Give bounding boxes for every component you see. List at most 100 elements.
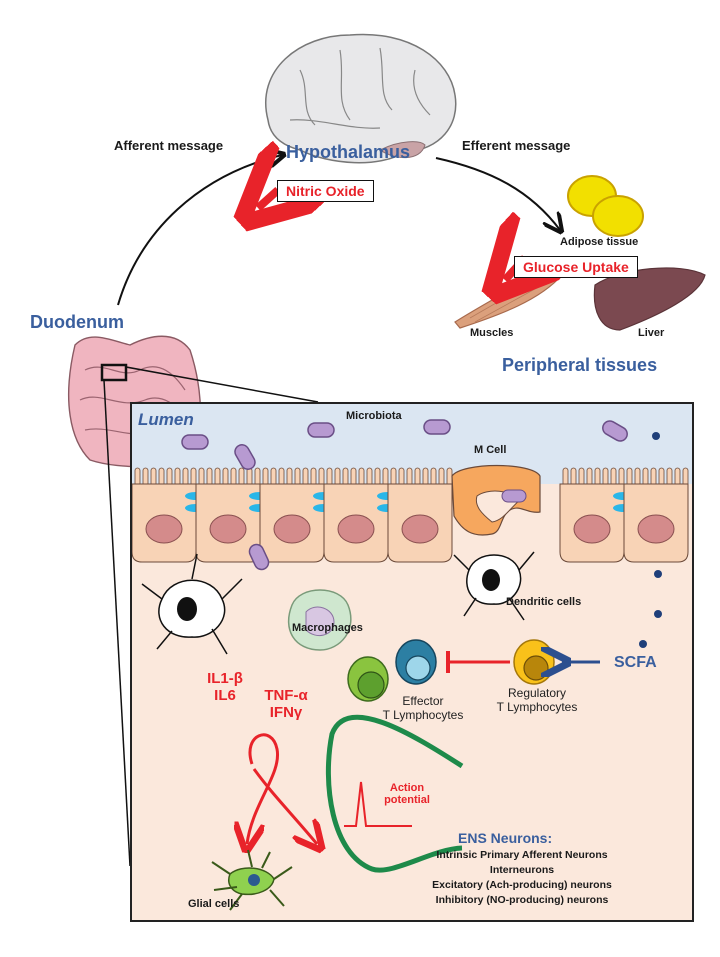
ens-neuron-type: Excitatory (Ach-producing) neurons bbox=[432, 879, 612, 891]
microvillus bbox=[326, 467, 333, 487]
bacterium-icon bbox=[423, 419, 451, 435]
microvillus bbox=[350, 467, 357, 487]
microvillus bbox=[570, 467, 577, 487]
zoom-line bbox=[125, 366, 319, 403]
microvillus bbox=[446, 467, 453, 487]
epithelial-cells bbox=[132, 483, 689, 563]
microvillus bbox=[430, 467, 437, 487]
cytokine-arrow-neuron bbox=[252, 768, 317, 844]
panel-illustration bbox=[132, 404, 692, 911]
microvillus bbox=[278, 467, 285, 487]
microvillus bbox=[318, 467, 325, 487]
microvillus bbox=[334, 467, 341, 487]
afferent-arrow bbox=[117, 155, 282, 306]
microvillus bbox=[214, 467, 221, 487]
microvillus bbox=[382, 467, 389, 487]
efferent-message-label: Efferent message bbox=[462, 138, 571, 153]
microvillus bbox=[602, 467, 609, 487]
microvillus bbox=[134, 467, 141, 487]
microvillus bbox=[366, 467, 373, 487]
glial-cells-label: Glial cells bbox=[188, 898, 240, 910]
microvillus bbox=[294, 467, 301, 487]
liver-icon bbox=[593, 267, 706, 331]
zoom-region-box bbox=[100, 363, 128, 382]
macrophages-label: Macrophages bbox=[292, 622, 363, 634]
epithelial-cell bbox=[559, 483, 625, 563]
neuron-shape bbox=[325, 714, 464, 873]
microvillus bbox=[634, 467, 641, 487]
glucose-uptake-label: Glucose Uptake bbox=[514, 256, 638, 278]
microvillus bbox=[142, 467, 149, 487]
peripheral-tissues-label: Peripheral tissues bbox=[502, 355, 658, 375]
nucleus bbox=[401, 514, 439, 544]
liver-label: Liver bbox=[638, 327, 665, 339]
action-potential-trace bbox=[344, 781, 412, 827]
scfa-dot bbox=[639, 640, 647, 648]
microvillus bbox=[438, 467, 445, 487]
microvillus bbox=[166, 467, 173, 487]
nucleus bbox=[337, 514, 375, 544]
microbiota-label: Microbiota bbox=[346, 410, 402, 422]
microvillus bbox=[374, 467, 381, 487]
lumen-label: Lumen bbox=[138, 410, 194, 429]
adipose-icon bbox=[567, 175, 644, 237]
nucleus bbox=[573, 514, 611, 544]
nucleus bbox=[273, 514, 311, 544]
ens-neurons-title: ENS Neurons: bbox=[458, 830, 553, 846]
epithelial-cell bbox=[259, 483, 325, 563]
microvillus bbox=[650, 467, 657, 487]
bacterium-icon bbox=[602, 420, 628, 442]
microvillus bbox=[618, 467, 625, 487]
bacterium-icon bbox=[234, 444, 256, 470]
muscles-label: Muscles bbox=[470, 327, 514, 339]
glial-cell-icon bbox=[211, 849, 293, 911]
microvillus bbox=[358, 467, 365, 487]
microvillus bbox=[578, 467, 585, 487]
microvillus bbox=[302, 467, 309, 487]
microvillus bbox=[666, 467, 673, 487]
intestinal-wall-panel: Lumen Microbiota M Cell Dendritic cells … bbox=[130, 402, 694, 922]
dendritic-cells-label: Dendritic cells bbox=[506, 596, 582, 608]
microvillus bbox=[310, 467, 317, 487]
epithelial-cell bbox=[387, 483, 453, 563]
microvillus bbox=[198, 467, 205, 487]
adipose-tissue-label: Adipose tissue bbox=[560, 236, 639, 248]
microvillus bbox=[286, 467, 293, 487]
regulatory-t-cell bbox=[513, 639, 555, 685]
scfa-label: SCFA bbox=[614, 654, 657, 671]
ens-neuron-type: Intrinsic Primary Afferent Neurons bbox=[436, 849, 608, 861]
microvillus bbox=[414, 467, 421, 487]
bacterium-icon bbox=[248, 543, 270, 571]
microvillus bbox=[658, 467, 665, 487]
ens-neuron-type: Interneurons bbox=[489, 864, 555, 876]
epithelial-cell bbox=[132, 483, 197, 563]
nitric-oxide-label: Nitric Oxide bbox=[277, 180, 374, 202]
dendritic-cell-icon bbox=[453, 551, 535, 621]
efferent-arrow bbox=[435, 157, 560, 230]
microvillus bbox=[626, 467, 633, 487]
ens-neuron-type: Inhibitory (NO-producing) neurons bbox=[435, 894, 609, 906]
microvillus bbox=[206, 467, 213, 487]
scfa-dot bbox=[654, 610, 662, 618]
microvillus bbox=[254, 467, 261, 487]
microvillus bbox=[222, 467, 229, 487]
microvillus bbox=[342, 467, 349, 487]
microvilli bbox=[134, 467, 689, 487]
brain-icon bbox=[265, 33, 457, 164]
microvillus bbox=[398, 467, 405, 487]
microvillus bbox=[422, 467, 429, 487]
microvillus bbox=[610, 467, 617, 487]
microvillus bbox=[682, 467, 689, 487]
microvillus bbox=[230, 467, 237, 487]
zoom-line bbox=[103, 379, 131, 867]
bacterium-icon bbox=[307, 422, 335, 438]
nucleus bbox=[637, 514, 675, 544]
bacterium-icon bbox=[181, 434, 209, 450]
nitric-oxide-arrow bbox=[258, 190, 278, 208]
microvillus bbox=[594, 467, 601, 487]
macrophage-icon bbox=[287, 589, 352, 651]
hypothalamus-label: Hypothalamus bbox=[286, 142, 411, 162]
